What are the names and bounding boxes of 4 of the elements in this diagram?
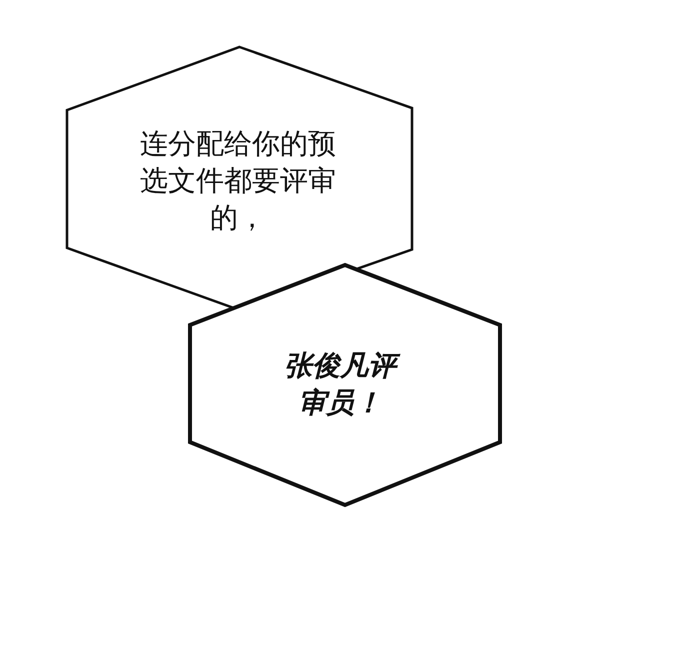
speech-bubble (190, 265, 500, 505)
speech-text: 连分配给你的预选文件都要评审的， (139, 126, 337, 236)
speech-text: 张俊凡评审员！ (275, 347, 405, 421)
speech-bubble (67, 47, 412, 310)
